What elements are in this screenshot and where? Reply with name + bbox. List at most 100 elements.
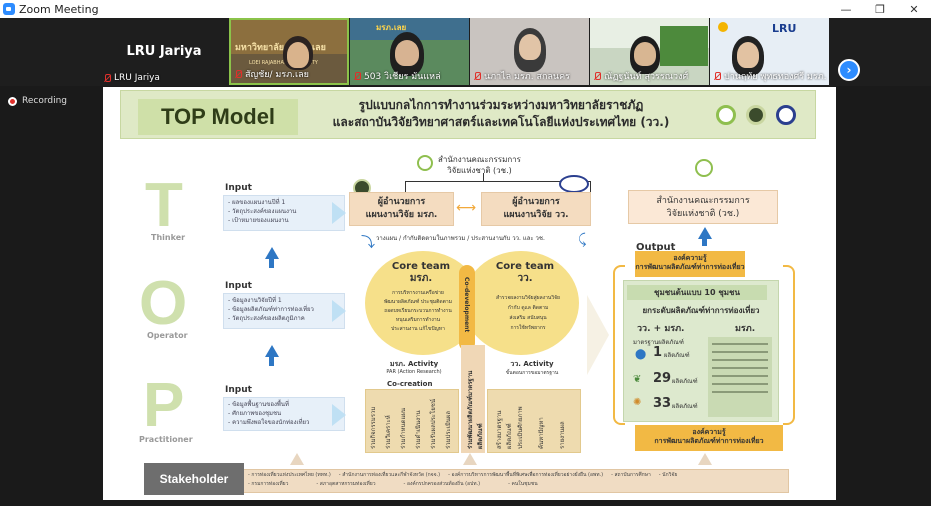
input-box-thinker: - ผลของแผนงานปีที่ 1 - วัตถุประสงค์ของแผ… bbox=[223, 195, 345, 231]
letter-o: O bbox=[139, 269, 188, 338]
stakeholder-list: - การท่องเที่ยวแห่งประเทศไทย (ททท.) - สำ… bbox=[248, 472, 678, 487]
restore-button[interactable]: ❐ bbox=[875, 2, 885, 16]
tistr-activity-sub: ขั้นตอนการขอมาตรฐาน bbox=[505, 370, 559, 376]
nrct-logo-icon bbox=[695, 159, 713, 177]
arrow-right-icon bbox=[332, 404, 346, 426]
nrct-logo-icon bbox=[417, 155, 433, 171]
column-right-header: มรภ. bbox=[735, 324, 756, 334]
center-ribbon bbox=[461, 345, 485, 453]
nrct-output-box: สำนักงานคณะกรรมการ วิจัยแห่งชาติ (วช.) bbox=[628, 190, 778, 224]
letter-p: P bbox=[143, 371, 185, 440]
participant-name-label: ณัฏฐนันท์ สุวรรณวงศ์ bbox=[593, 69, 688, 83]
arrow-up-icon bbox=[290, 453, 304, 465]
self-video-tile[interactable]: LRU Jariya LRU Jariya bbox=[100, 18, 228, 85]
arrow-up-icon bbox=[265, 345, 279, 357]
arrow-up-icon bbox=[698, 227, 712, 239]
tistr-logo-icon bbox=[776, 105, 796, 125]
director-tistr-box: ผู้อำนวยการ แผนงานวิจัย วว. bbox=[481, 192, 591, 226]
mic-muted-icon bbox=[103, 73, 111, 83]
mic-muted-icon bbox=[234, 69, 242, 79]
standard-label: มาตรฐานผลิตภัณฑ์ bbox=[633, 339, 684, 346]
recording-indicator[interactable]: Recording bbox=[8, 96, 67, 106]
mic-muted-icon bbox=[353, 71, 361, 81]
participant-tile[interactable]: นภาไล มรภ. สกลนคร bbox=[470, 18, 589, 85]
participant-name-label: นภาไล มรภ. สกลนคร bbox=[473, 69, 570, 83]
badge-icon: ✺ bbox=[633, 397, 642, 408]
lru-product-list bbox=[708, 337, 772, 417]
count-value: 29 bbox=[653, 371, 672, 386]
input-title: Input bbox=[225, 385, 252, 395]
output-knowledge-bottom: องค์ความรู้ การพัฒนาผลิตภัณฑ์ท่าการท่องเ… bbox=[635, 425, 783, 451]
double-arrow-icon: ⟷ bbox=[456, 200, 477, 216]
arrow-up-icon bbox=[265, 247, 279, 259]
output-title: Output bbox=[636, 242, 676, 253]
participant-tile[interactable]: LRU ปานฤทัย พุทธทองศรี มรภ. bbox=[710, 18, 829, 85]
director-lru-box: ผู้อำนวยการ แผนงานวิจัย มรภ. bbox=[349, 192, 454, 226]
mic-muted-icon bbox=[713, 71, 721, 81]
participant-tile[interactable]: ณัฏฐนันท์ สุวรรณวงศ์ bbox=[590, 18, 709, 85]
core-team-tistr-title: Core team วว. bbox=[495, 261, 555, 284]
water-drop-icon: ⬤ bbox=[635, 349, 647, 360]
lru-logo-icon bbox=[716, 105, 736, 125]
self-display-name: LRU Jariya bbox=[126, 44, 202, 59]
tistr-logo-icon bbox=[559, 175, 589, 193]
input-title: Input bbox=[225, 281, 252, 291]
input-box-practitioner: - ข้อมูลพื้นฐานของพื้นที่ - ศักยภาพของชุ… bbox=[223, 397, 345, 431]
output-knowledge-top: องค์ความรู้ การพัฒนาผลิตภัณฑ์ท่าการท่องเ… bbox=[635, 251, 745, 277]
close-button[interactable]: ✕ bbox=[909, 2, 919, 16]
arrow-right-icon bbox=[332, 300, 346, 322]
window-titlebar: Zoom Meeting — ❐ ✕ bbox=[0, 0, 931, 18]
core-team-tistr-oval bbox=[463, 251, 579, 355]
practitioner-caption: Practitioner bbox=[139, 435, 193, 444]
stakeholder-band bbox=[231, 469, 789, 493]
recording-icon bbox=[8, 96, 17, 106]
core-team-lru-title: Core team มรภ. bbox=[391, 261, 451, 284]
next-page-button[interactable]: › bbox=[838, 59, 860, 81]
core-team-tistr-list: สำรวจผลงานวิจัยสู่ผลงานวิจัย กำกับ ดูแล … bbox=[496, 295, 560, 331]
lru-activity-ribbon bbox=[365, 389, 459, 453]
minimize-button[interactable]: — bbox=[840, 2, 852, 16]
zoom-app-icon bbox=[3, 3, 15, 15]
lru-activity-sub: PAR (Action Research) bbox=[386, 369, 442, 375]
tile-banner: มหาวิทยาลัยราชภัฏเลย bbox=[235, 43, 326, 53]
shared-screen-slide: TOP Model รูปแบบกลไกการทำงานร่วมระหว่างม… bbox=[103, 87, 836, 500]
video-strip: LRU Jariya LRU Jariya มหาวิทยาลัยราชภัฏเ… bbox=[0, 18, 931, 86]
window-title: Zoom Meeting bbox=[19, 2, 99, 16]
arrow-up-icon bbox=[463, 453, 477, 465]
participant-name-label: ปานฤทัย พุทธทองศรี มรภ. bbox=[713, 69, 827, 83]
participant-name-label: 503 วิเชียร มันแหล่ bbox=[353, 69, 441, 83]
tistr-activity-ribbon bbox=[487, 389, 581, 453]
participant-name-label: สัญชัย/ มรภ.เลย bbox=[234, 67, 309, 81]
participant-tile[interactable]: มรภ.เลย 503 วิเชียร มันแหล่ bbox=[350, 18, 469, 85]
operator-caption: Operator bbox=[147, 331, 188, 340]
core-team-lru-list: การบริหารงานเครือข่าย พัฒนาผลิตภัณฑ์ ประ… bbox=[383, 290, 453, 332]
co-creation-label: Co-creation bbox=[387, 380, 433, 388]
column-left-header: วว. + มรภ. bbox=[637, 324, 685, 334]
community-label: ชุมชนต้นแบบ 10 ชุมชน bbox=[627, 285, 767, 300]
count-value: 33 bbox=[653, 396, 672, 411]
chevron-right-icon: › bbox=[846, 63, 852, 77]
input-box-operator: - ข้อมูลงานวิจัยปีที่ 1 - ข้อมูลผลิตภัณฑ… bbox=[223, 293, 345, 329]
thinker-caption: Thinker bbox=[151, 233, 186, 242]
letter-t: T bbox=[145, 171, 183, 240]
mic-muted-icon bbox=[473, 71, 481, 81]
curved-arrow-icon: ⤵ bbox=[361, 235, 375, 251]
plan-note: วางแผน / กำกับติดตามในภาพรวม / ประสานงาน… bbox=[376, 235, 545, 242]
curved-arrow-icon: ⤹ bbox=[578, 232, 587, 248]
arrow-right-icon bbox=[587, 295, 609, 375]
recording-label: Recording bbox=[22, 96, 68, 106]
stakeholder-label: Stakeholder bbox=[144, 463, 244, 495]
top-model-title: TOP Model bbox=[138, 99, 298, 135]
leaf-icon: ❦ bbox=[633, 374, 642, 385]
arrow-right-icon bbox=[332, 202, 346, 224]
nrct-label: สำนักงานคณะกรรมการ วิจัยแห่งชาติ (วช.) bbox=[438, 155, 521, 175]
university-seal-icon bbox=[746, 105, 766, 125]
participant-tile[interactable]: มหาวิทยาลัยราชภัฏเลย LOEI RAJABHAT UNIVE… bbox=[229, 18, 349, 85]
slide-header: TOP Model รูปแบบกลไกการทำงานร่วมระหว่างม… bbox=[120, 90, 816, 139]
lru-activity-title: มรภ. Activity bbox=[389, 360, 439, 368]
mic-muted-icon bbox=[593, 71, 601, 81]
upgrade-label: ยกระดับผลิตภัณฑ์ท่าการท่องเที่ยว bbox=[642, 306, 760, 315]
self-name-label: LRU Jariya bbox=[103, 73, 160, 83]
input-title: Input bbox=[225, 183, 252, 193]
count-value: 1 bbox=[653, 345, 663, 360]
